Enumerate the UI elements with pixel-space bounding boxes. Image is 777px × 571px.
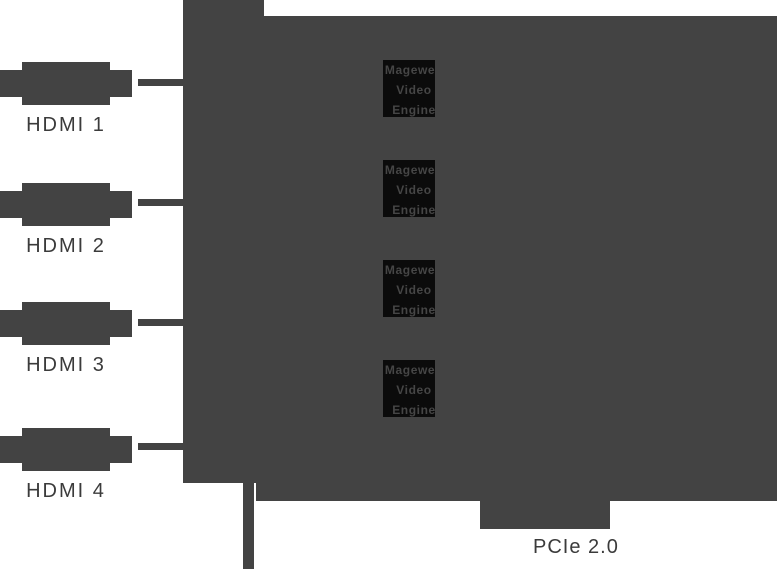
connector-line [138, 79, 183, 86]
board-top-notch [183, 0, 264, 16]
video-engine-label: Magewell Video Engine [384, 263, 435, 317]
hdmi-connector-icon [0, 302, 132, 345]
connector-line [138, 319, 183, 326]
hdmi-plug-body-icon [22, 62, 110, 105]
connector-line [138, 443, 183, 450]
video-engine-block: Magewell Video Engine [383, 260, 435, 317]
video-engine-label: Magewell Video Engine [384, 363, 435, 417]
video-engine-label: Magewell Video Engine [384, 63, 435, 117]
board-bottom-edge [256, 483, 777, 501]
hdmi-input-label: HDMI 2 [26, 235, 106, 257]
hdmi-input-label: HDMI 4 [26, 480, 106, 502]
video-engine-block: Magewell Video Engine [383, 60, 435, 117]
hdmi-input-label: HDMI 1 [26, 114, 106, 136]
hdmi-plug-body-icon [22, 428, 110, 471]
video-engine-label: Magewell Video Engine [384, 163, 435, 217]
pcie-bus-label: PCIe 2.0 [533, 536, 619, 558]
pcie-edge-connector [480, 501, 610, 529]
hdmi-plug-body-icon [22, 183, 110, 226]
bracket-pin [243, 483, 254, 569]
hdmi-connector-icon [0, 183, 132, 226]
video-engine-block: Magewell Video Engine [383, 160, 435, 217]
hdmi-connector-icon [0, 428, 132, 471]
capture-card-board [183, 16, 777, 483]
hdmi-input-label: HDMI 3 [26, 354, 106, 376]
hdmi-connector-icon [0, 62, 132, 105]
connector-line [138, 199, 183, 206]
hdmi-plug-body-icon [22, 302, 110, 345]
video-engine-block: Magewell Video Engine [383, 360, 435, 417]
